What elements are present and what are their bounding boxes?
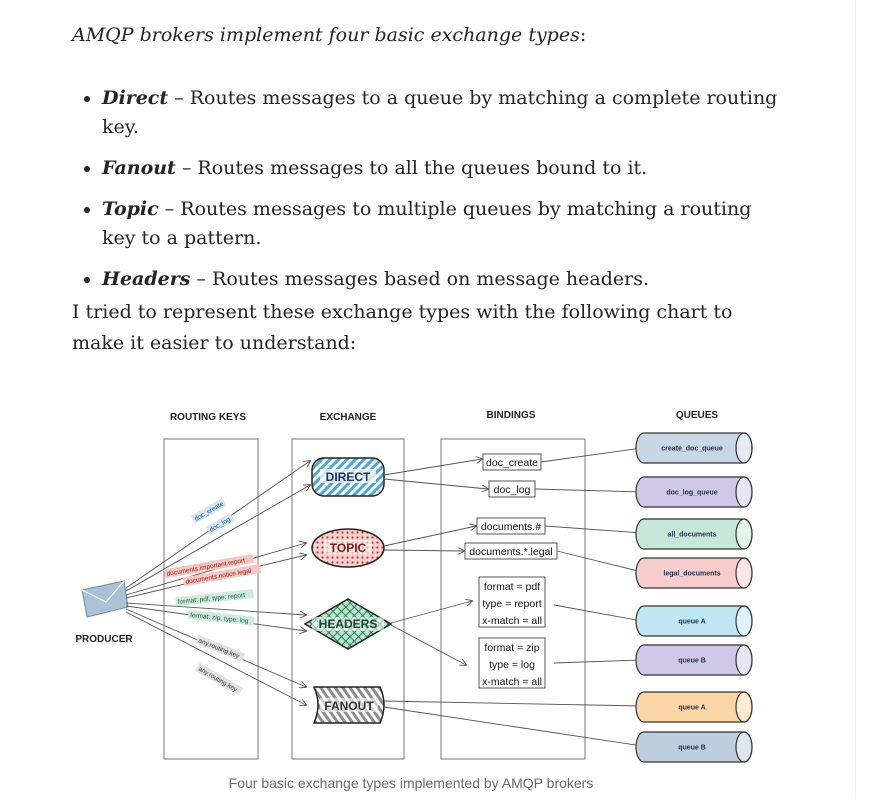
queue-cylinder: queue B — [635, 644, 753, 676]
exchange-type-list: Direct – Routes messages to a queue by m… — [72, 84, 782, 306]
exchange-fanout: FANOUT — [312, 686, 385, 724]
binding-doc-log: doc_log — [488, 480, 536, 498]
queue-list: create_doc_queue doc_log_queue all_documen… — [635, 432, 753, 763]
queue-cylinder: all_documents — [635, 518, 753, 550]
list-item-description: – Routes messages based on message heade… — [190, 268, 649, 290]
exchange-frame — [291, 438, 405, 760]
queue-label: queue B — [678, 658, 706, 665]
list-item-topic: Topic – Routes messages to multiple queu… — [102, 195, 782, 253]
exchange-diagram-svg: ROUTING KEYS EXCHANGE BINDINGS QUEUES PR… — [75, 410, 753, 763]
binding-label: doc_create — [486, 457, 538, 469]
list-item-description: – Routes messages to a queue by matching… — [102, 87, 778, 138]
exchange-direct: DIRECT — [311, 457, 385, 497]
queue-label: queue A — [678, 619, 705, 626]
list-item-fanout: Fanout – Routes messages to all the queu… — [102, 154, 782, 183]
list-item-description: – Routes messages to multiple queues by … — [102, 198, 752, 249]
binding-doc-create: doc_create — [482, 453, 542, 471]
binding-documents-legal: documents.*.legal — [464, 542, 558, 560]
page-right-divider — [855, 0, 856, 799]
exchange-fanout-label: FANOUT — [324, 699, 374, 713]
producer-label: PRODUCER — [75, 634, 133, 645]
list-item-term: Direct — [102, 87, 169, 109]
binding-label: type = report — [482, 598, 541, 610]
binding-label: format = zip — [484, 642, 539, 654]
exchange-topic: TOPIC — [311, 528, 385, 568]
binding-headers-b: format = zip type = log x-match = all — [478, 637, 546, 689]
bindings-frame — [440, 438, 586, 760]
header-bindings: BINDINGS — [487, 410, 536, 421]
queue-label: legal_documents — [663, 571, 720, 578]
binding-label: documents.*.legal — [469, 546, 552, 558]
queue-label: create_doc_queue — [661, 446, 723, 453]
binding-label: doc_log — [494, 484, 531, 496]
queue-label: queue B — [678, 745, 706, 752]
routing-keys-frame — [163, 438, 259, 760]
intro-sentence: AMQP brokers implement four basic exchan… — [72, 20, 586, 50]
routing-key-labels: doc_create doc_log documents.important.r… — [163, 497, 262, 696]
envelope-icon — [81, 580, 129, 618]
header-routing-keys: ROUTING KEYS — [170, 412, 246, 423]
list-item-headers: Headers – Routes messages based on messa… — [102, 265, 782, 294]
exchange-direct-label: DIRECT — [326, 470, 371, 484]
queue-cylinder: doc_log_queue — [635, 476, 753, 508]
exchange-topic-label: TOPIC — [330, 541, 367, 555]
binding-headers-a: format = pdf type = report x-match = all — [478, 576, 546, 628]
binding-label: x-match = all — [482, 676, 542, 688]
exchange-to-binding-routes — [383, 459, 488, 665]
list-item-term: Fanout — [102, 157, 176, 179]
binding-label: documents.# — [481, 521, 541, 533]
header-queues: QUEUES — [676, 410, 719, 421]
figure-caption: Four basic exchange types implemented by… — [228, 775, 594, 791]
binding-to-queue-routes — [383, 448, 642, 746]
list-item-direct: Direct – Routes messages to a queue by m… — [102, 84, 782, 142]
queue-cylinder: queue A — [635, 605, 753, 637]
binding-boxes: doc_create doc_log documents.# documents… — [464, 453, 558, 689]
routing-key-label: any.routing.key — [197, 637, 241, 660]
list-item-description: – Routes messages to all the queues boun… — [175, 157, 648, 179]
routing-key-label: any.routing.key — [197, 666, 239, 694]
chart-intro-paragraph: I tried to represent these exchange type… — [72, 301, 733, 354]
binding-documents-hash: documents.# — [476, 517, 546, 535]
header-exchange: EXCHANGE — [320, 412, 377, 423]
exchange-headers: HEADERS — [303, 598, 393, 650]
queue-cylinder: legal_documents — [635, 557, 753, 589]
list-item-term: Headers — [102, 268, 191, 290]
intro-colon: : — [579, 24, 587, 46]
producer-routes — [125, 461, 310, 705]
exchange-diagram: ROUTING KEYS EXCHANGE BINDINGS QUEUES PR… — [70, 395, 760, 770]
queue-label: all_documents — [667, 532, 716, 539]
queue-cylinder: queue B — [635, 731, 753, 763]
binding-label: format = pdf — [484, 581, 540, 593]
queue-label: doc_log_queue — [666, 490, 717, 497]
queue-cylinder: create_doc_queue — [635, 432, 753, 464]
queue-cylinder: queue A — [635, 691, 753, 723]
exchange-headers-label: HEADERS — [319, 617, 378, 631]
list-item-term: Topic — [102, 198, 159, 220]
binding-label: type = log — [489, 659, 535, 671]
intro-emphasis: AMQP brokers implement four basic exchan… — [72, 24, 580, 46]
binding-label: x-match = all — [482, 615, 542, 627]
queue-label: queue A — [678, 705, 705, 712]
